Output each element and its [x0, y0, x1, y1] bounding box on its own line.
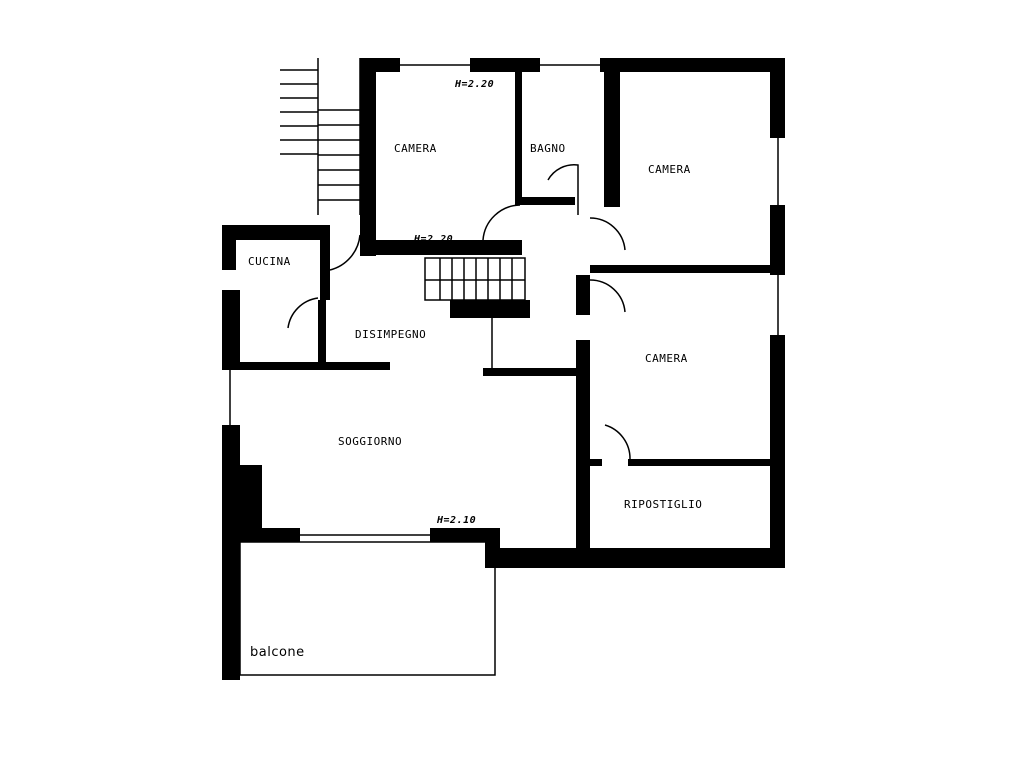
- room-label-camera-3: CAMERA: [645, 352, 688, 365]
- stairs-left: [280, 58, 361, 215]
- room-label-soggiorno: SOGGIORNO: [338, 435, 402, 448]
- room-label-bagno: BAGNO: [530, 142, 566, 155]
- height-label-camera-bottom: H=2.20: [413, 234, 453, 245]
- room-label-camera-1: CAMERA: [394, 142, 437, 155]
- room-label-disimpegno: DISIMPEGNO: [355, 328, 426, 341]
- room-label-camera-2: CAMERA: [648, 163, 691, 176]
- thin-lines: [229, 58, 779, 676]
- height-label-soggiorno: H=2.10: [436, 515, 476, 526]
- stairs-center: [424, 257, 526, 301]
- walls: [222, 58, 785, 680]
- room-label-balcone: balcone: [250, 645, 305, 660]
- height-label-camera-top: H=2.20: [454, 79, 494, 90]
- room-label-cucina: CUCINA: [248, 255, 291, 268]
- room-label-ripostiglio: RIPOSTIGLIO: [624, 498, 702, 511]
